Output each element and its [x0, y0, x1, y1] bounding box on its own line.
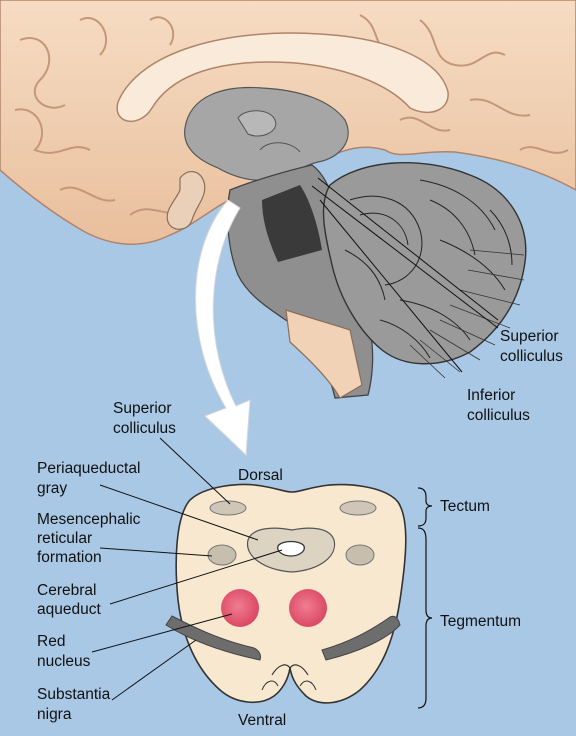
midbrain-cross-section [166, 485, 406, 703]
cerebral-aqueduct [278, 542, 305, 557]
tectum-label: Tectum [440, 498, 490, 515]
red-nucleus-right [289, 589, 327, 627]
red-nucleus-left [221, 589, 259, 627]
ventral-label: Ventral [238, 712, 286, 729]
reticular-formation-right [346, 545, 374, 565]
dorsal-label: Dorsal [238, 467, 283, 484]
reticular-formation-left [208, 545, 236, 565]
tegmentum-label: Tegmentum [440, 613, 521, 630]
superior-colliculus-left [210, 501, 246, 515]
section-outline [176, 485, 406, 703]
superior-colliculus-right [340, 501, 376, 515]
